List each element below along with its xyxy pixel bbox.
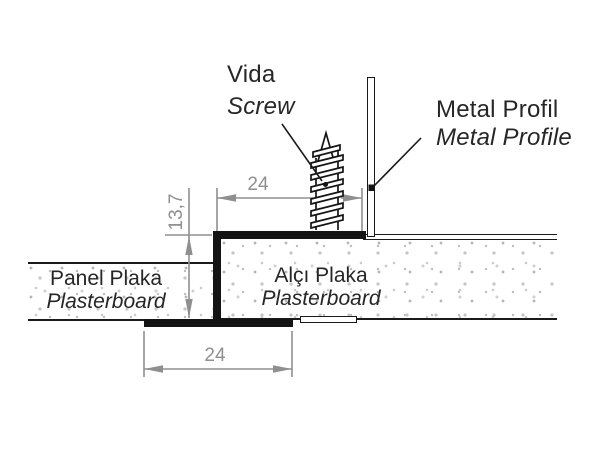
left-panel-label-en: Plasterboard (46, 290, 166, 313)
right-panel-label-en: Plasterboard (261, 287, 381, 310)
z-profile-web (213, 231, 221, 326)
dim-top-width-value: 24 (247, 174, 269, 195)
panel-plasterboard-left (28, 262, 213, 321)
screw-label-en: Screw (227, 93, 295, 120)
panel-plasterboard-right (221, 239, 557, 320)
z-profile-top-flange (213, 231, 366, 239)
profile-edge-bar (300, 316, 357, 323)
dimension-bottom-width: 24 (143, 331, 293, 377)
z-profile-bottom-flange (144, 319, 293, 327)
arrow-up-icon (185, 236, 193, 255)
dimension-step-depth: 13,7 (165, 188, 212, 318)
left-panel-label-tr: Panel Plaka (49, 267, 163, 290)
dim-bottom-width-value: 24 (204, 345, 226, 366)
screw-icon (310, 129, 344, 230)
dim-step-depth-value: 13,7 (166, 194, 187, 231)
arrow-left-icon (217, 194, 236, 202)
right-panel-label-tr: Alçı Plaka (274, 264, 368, 287)
screw-leader-dot (323, 182, 328, 187)
profile-label-tr: Metal Profil (436, 96, 559, 123)
arrow-left-icon (144, 365, 163, 373)
left-panel-label: Panel Plaka Plasterboard (28, 267, 184, 313)
screw-leader-line (281, 123, 323, 182)
arrow-down-icon (185, 299, 193, 318)
profile-leader-line (371, 137, 422, 189)
metal-profile-foot (363, 234, 557, 240)
arrow-right-icon (273, 365, 292, 373)
profile-label-en: Metal Profile (436, 124, 572, 151)
leader-lines (281, 123, 422, 191)
screw-label-tr: Vida (227, 61, 276, 88)
metal-profile-vertical-leg (367, 77, 375, 237)
right-panel-label: Alçı Plaka Plasterboard (241, 264, 401, 310)
arrow-right-icon (343, 194, 362, 202)
profile-leader-marker (368, 184, 375, 191)
